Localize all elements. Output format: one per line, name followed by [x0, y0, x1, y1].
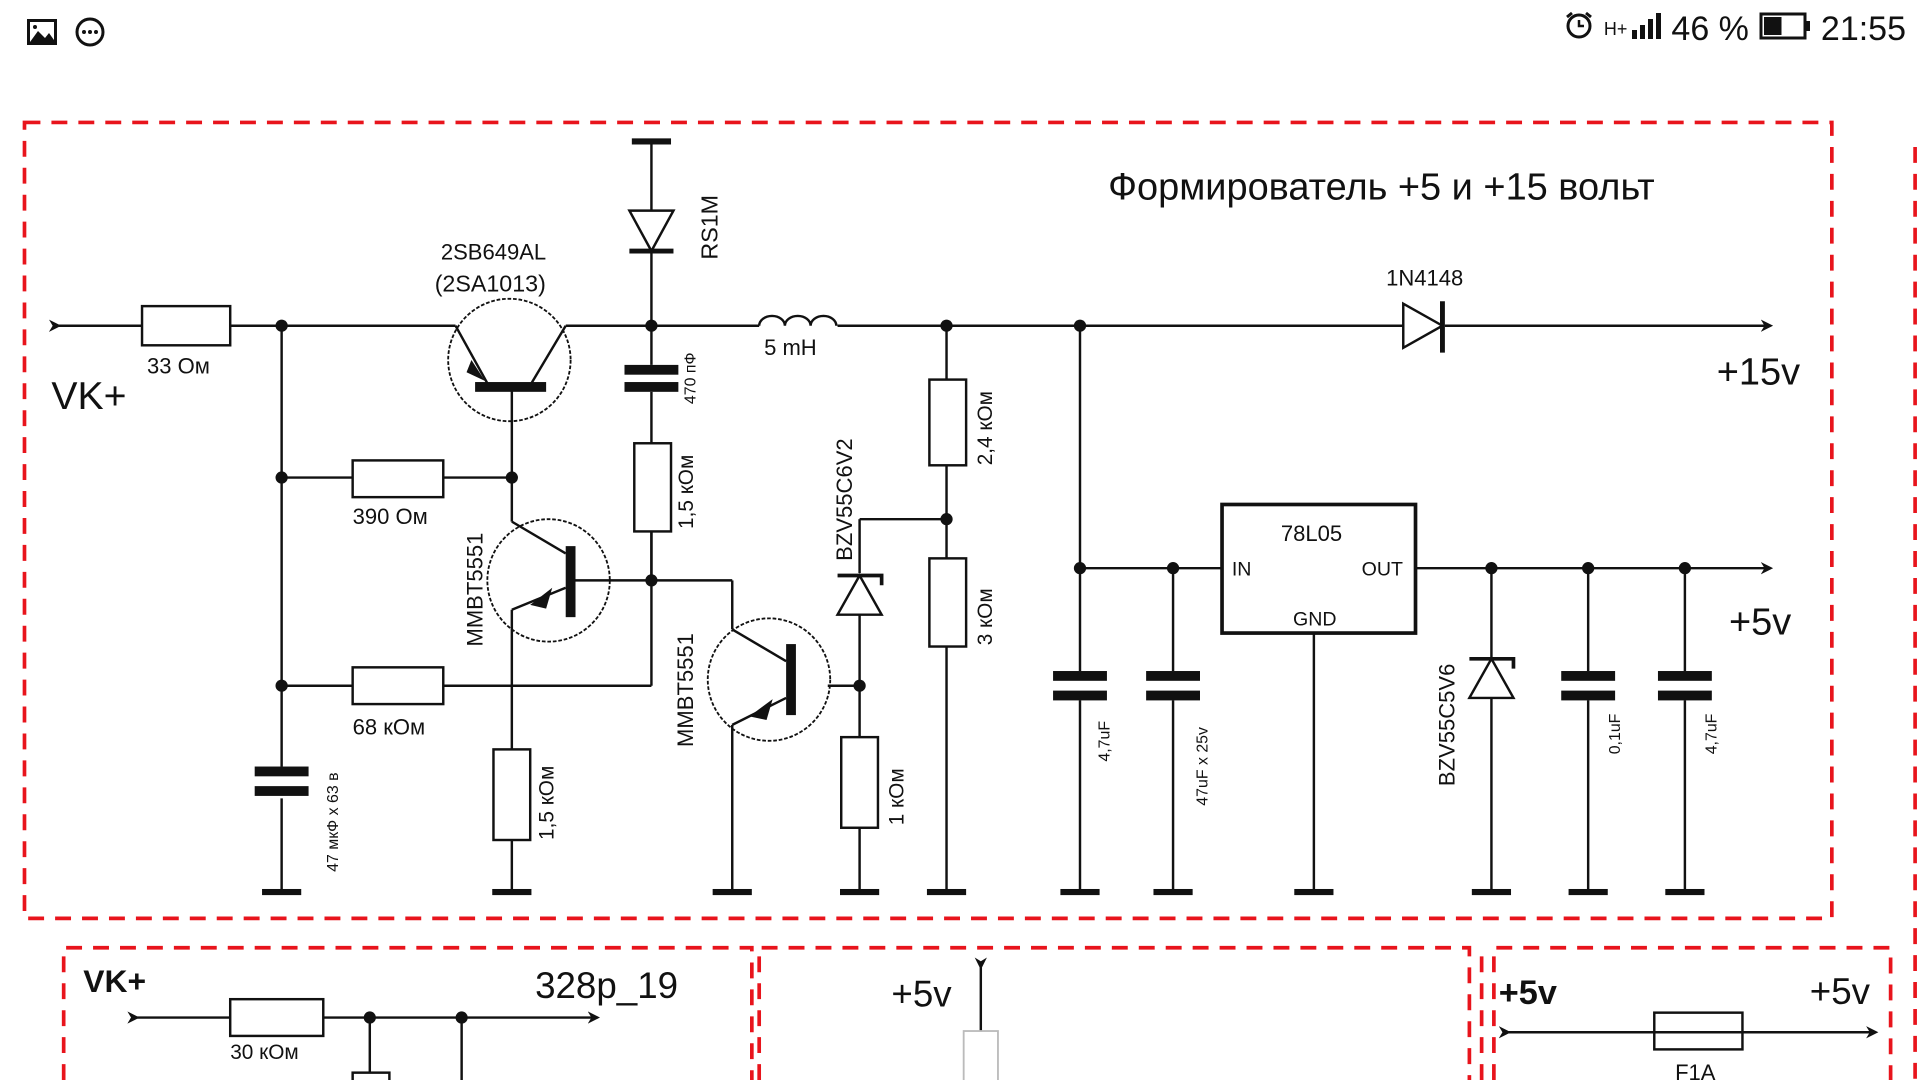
label-c-47u-63: 47 мкФ x 63 в	[325, 772, 342, 871]
label-r-390: 390 Ом	[353, 504, 428, 529]
label-r-1k5-a: 1,5 кОм	[675, 455, 698, 529]
label-reg-gnd: GND	[1293, 609, 1337, 631]
label-reg-in: IN	[1232, 559, 1252, 581]
label-r-33: 33 Ом	[147, 353, 210, 378]
label-z-5v6: BZV55C5V6	[1435, 664, 1460, 786]
label-out-15v: +15v	[1717, 351, 1800, 393]
label-reg-name: 78L05	[1281, 521, 1342, 546]
resistor-1k5-top	[633, 442, 673, 533]
label-r-3k: 3 кОм	[974, 588, 997, 645]
label-bp1-vk-plus: VK+	[83, 963, 146, 999]
label-q1-alt: (2SA1013)	[435, 270, 546, 296]
capacitor-4u7-out	[1657, 671, 1712, 701]
ground-symbols	[262, 138, 1705, 896]
label-q3-name: MMBT5551	[673, 633, 698, 747]
label-q2-name: MMBT5551	[462, 533, 487, 647]
capacitor-4u7-in	[1053, 671, 1107, 701]
network-type: H+	[1603, 19, 1628, 39]
transistor-q3-npn	[706, 617, 832, 742]
diodes	[627, 209, 1516, 700]
resistor-1k	[840, 735, 880, 829]
label-vk-plus: VK+	[51, 375, 126, 418]
clock-time: 21:55	[1820, 10, 1906, 48]
resistor-68k	[351, 666, 445, 706]
label-q1-name: 2SB649AL	[441, 240, 546, 265]
label-c-4u7-in: 4,7uF	[1096, 721, 1113, 762]
more-options-icon[interactable]	[74, 16, 106, 53]
battery-icon	[1759, 10, 1811, 49]
resistor-390-ohm	[351, 459, 445, 499]
label-l-5mh: 5 mH	[764, 335, 817, 360]
wires	[48, 142, 1774, 892]
diode-1n4148	[1402, 301, 1445, 353]
label-bp1-30k: 30 кОм	[230, 1041, 298, 1064]
label-rs1m: RS1M	[697, 195, 723, 260]
label-d-1n4148: 1N4148	[1386, 265, 1463, 290]
bottom-panel-frames	[61, 945, 1893, 1080]
label-c-47u-25: 47uF x 25v	[1194, 727, 1211, 806]
resistor-1k5-bottom	[492, 748, 532, 842]
capacitor-470pf	[624, 364, 679, 392]
label-r-1k5-b: 1,5 кОм	[535, 766, 558, 840]
capacitor-47uf-25v	[1146, 671, 1200, 701]
resistor-2k4	[928, 378, 968, 467]
resistor-3k	[928, 557, 968, 648]
battery-percent: 46 %	[1671, 10, 1749, 48]
gallery-icon	[26, 18, 58, 51]
zener-6v2	[835, 573, 884, 616]
resistor-33-ohm	[140, 304, 232, 347]
capacitor-47uf-63v	[254, 766, 309, 796]
label-z-6v2: BZV55C6V2	[832, 438, 857, 560]
label-bp3-5v-left: +5v	[1499, 974, 1557, 1012]
signal-bars-icon	[1631, 10, 1662, 49]
junction-dots	[275, 319, 1692, 692]
fuse-f1a	[1653, 1011, 1744, 1051]
label-c-4u7-out: 4,7uF	[1704, 713, 1721, 754]
main-panel-frame	[22, 120, 1917, 1080]
bottom-panel-2: +5v	[891, 957, 999, 1080]
alarm-clock-icon	[1564, 10, 1594, 49]
zener-5v6	[1467, 656, 1516, 700]
label-bp1-328p: 328p_19	[535, 965, 678, 1006]
bottom-panel-3: +5v +5v F1A	[1498, 971, 1879, 1080]
bottom-panel-1: VK+ 328p_19 30 кОм	[83, 963, 678, 1080]
capacitor-0u1	[1561, 671, 1616, 701]
inductor-5mh	[757, 314, 838, 326]
regulator-78l05	[1220, 502, 1418, 635]
status-bar: H+ 46 % 21:55	[0, 0, 1920, 66]
label-out-5v: +5v	[1729, 601, 1791, 643]
label-c-470: 470 пФ	[683, 352, 700, 404]
label-r-1k: 1 кОм	[886, 768, 909, 825]
diode-rs1m	[627, 209, 676, 254]
label-reg-out: OUT	[1362, 559, 1403, 581]
label-r-2k4: 2,4 кОм	[974, 391, 997, 465]
resistors	[140, 304, 968, 842]
label-bp2-5v: +5v	[891, 974, 952, 1015]
panel-title: Формирователь +5 и +15 вольт	[1108, 167, 1654, 209]
label-r-68k: 68 кОм	[353, 715, 426, 740]
label-bp3-5v-right: +5v	[1810, 971, 1871, 1012]
capacitors	[254, 364, 1712, 796]
label-bp3-f1a: F1A	[1675, 1060, 1716, 1080]
transistor-q1-pnp	[447, 297, 572, 423]
label-c-0u1: 0,1uF	[1607, 713, 1624, 754]
